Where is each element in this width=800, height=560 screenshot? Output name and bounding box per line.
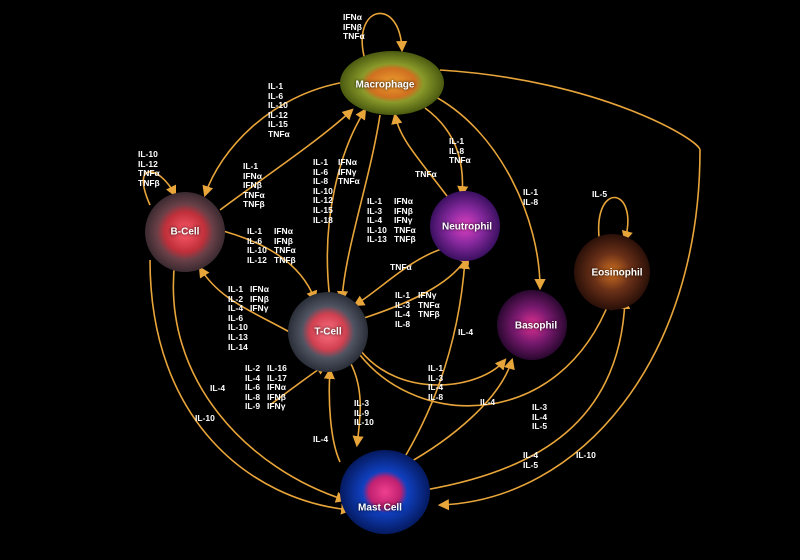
cytokine-label: IL-1 IL-3 IL-4 IL-8 — [428, 363, 444, 402]
cytokine-label: IL-4 IL-5 — [523, 450, 539, 470]
cytokine-label: IL-5 — [592, 189, 608, 199]
t-cell-label: T-Cell — [314, 326, 342, 338]
arrow-t-to-eos — [359, 297, 613, 407]
eosinophil-label: Eosinophil — [591, 267, 643, 279]
b-cell-label: B-Cell — [170, 226, 200, 238]
arrow-b-to-mast — [172, 259, 348, 503]
cytokine-label: IL-3 IL-9 IL-10 — [354, 398, 374, 428]
cytokine-label: IL-4 — [458, 327, 474, 337]
cytokine-label: IL-4 — [480, 397, 496, 407]
arrow-t-to-mast — [349, 361, 364, 448]
arrow-mac-to-t — [336, 114, 381, 303]
cytokine-label: IFNα IFNγ TNFα — [338, 157, 360, 187]
cytokine-label: IL-3 IL-4 IL-5 — [532, 402, 548, 432]
cytokine-label: IL-10 — [195, 413, 215, 423]
arrow-mac-to-baso — [431, 94, 546, 291]
arrow-mast-to-neu — [399, 257, 470, 466]
cytokine-label: IL-10 IL-12 TNFα TNFβ — [138, 149, 160, 188]
arrow-mac-to-b — [202, 81, 346, 198]
arrow-mac-to-neu — [424, 107, 469, 198]
cytokine-label: IL-1 IL-3 IL-4 IL-8 — [395, 290, 411, 329]
cytokine-label: IL-1 IL-8 TNFα — [449, 136, 471, 166]
cytokine-label: IL-4 — [210, 383, 226, 393]
cytokine-label: IFNα IFNβ IFNγ — [250, 284, 269, 314]
mast-cell-label: Mast Cell — [358, 502, 402, 514]
arrow-t-down-to-mast — [323, 367, 341, 463]
cytokine-label: IL-1 IL-3 IL-4 IL-10 IL-13 — [367, 196, 387, 245]
macrophage-label: Macrophage — [355, 79, 415, 91]
cytokine-label: IL-1 IL-8 — [523, 187, 539, 207]
arrow-b-to-t — [211, 227, 318, 303]
basophil-cell — [497, 290, 567, 360]
cytokine-label: IL-1 IL-2 IL-4 IL-6 IL-10 IL-13 IL-14 — [228, 284, 248, 352]
cytokine-label: IL-1 IL-6 IL-10 IL-12 — [247, 226, 267, 265]
basophil-label: Basophil — [514, 320, 558, 332]
t-cell — [288, 292, 368, 372]
arrow-eos-self — [597, 196, 633, 246]
cytokine-label: IFNα IFNβ TNFα — [343, 12, 365, 42]
cytokine-label: IL-1 IL-6 IL-8 IL-10 IL-12 IL-15 IL-18 — [313, 157, 333, 225]
cytokine-label: TNFα — [390, 262, 412, 272]
cytokine-label: IL-2 IL-4 IL-6 IL-8 IL-9 — [245, 363, 261, 412]
cytokine-label: IFNα IFNβ IFNγ TNFα TNFβ — [394, 196, 416, 245]
arrow-t-to-b — [198, 266, 296, 336]
arrow-mast-to-baso — [404, 357, 515, 466]
arrow-mast-to-eos — [424, 297, 631, 491]
eosinophil-cell — [574, 234, 650, 310]
cells — [145, 51, 650, 534]
cytokine-label: IFNγ TNFα TNFβ — [418, 290, 440, 320]
cytokine-label: IL-1 IL-6 IL-10 IL-12 IL-15 TNFα — [268, 81, 290, 139]
cytokine-label: IL-10 — [576, 450, 596, 460]
cytokine-label: IL-16 IL-17 IFNα IFNβ IFNγ — [267, 363, 287, 412]
arrow-mac-to-mast — [149, 259, 353, 515]
arrow-t-to-neu — [357, 253, 470, 321]
mast-cell — [340, 450, 430, 534]
cytokine-label: IFNα IFNβ TNFα TNFβ — [274, 226, 296, 265]
arrow-t-to-baso — [359, 349, 507, 386]
arrow-b-to-mac — [219, 108, 354, 211]
cytokine-label: TNFα — [415, 169, 437, 179]
macrophage-cell — [340, 51, 444, 115]
neutrophil-label: Neutrophil — [442, 221, 492, 233]
arrow-mac-outer — [439, 69, 701, 151]
arrow-t-to-mac — [326, 108, 367, 301]
arrow-neu-to-t — [353, 247, 446, 307]
arrow-long-to-mast — [437, 149, 701, 511]
arrow-neu-to-mac — [391, 112, 451, 201]
b-cell — [145, 192, 225, 272]
arrows — [142, 12, 701, 515]
arrow-mac-self — [361, 12, 408, 61]
cytokine-label: IL-1 IFNα IFNβ TNFα TNFβ — [243, 161, 265, 210]
cytokine-label: IL-4 — [313, 434, 329, 444]
arrow-b-self — [142, 171, 177, 206]
neutrophil-cell — [430, 191, 500, 261]
